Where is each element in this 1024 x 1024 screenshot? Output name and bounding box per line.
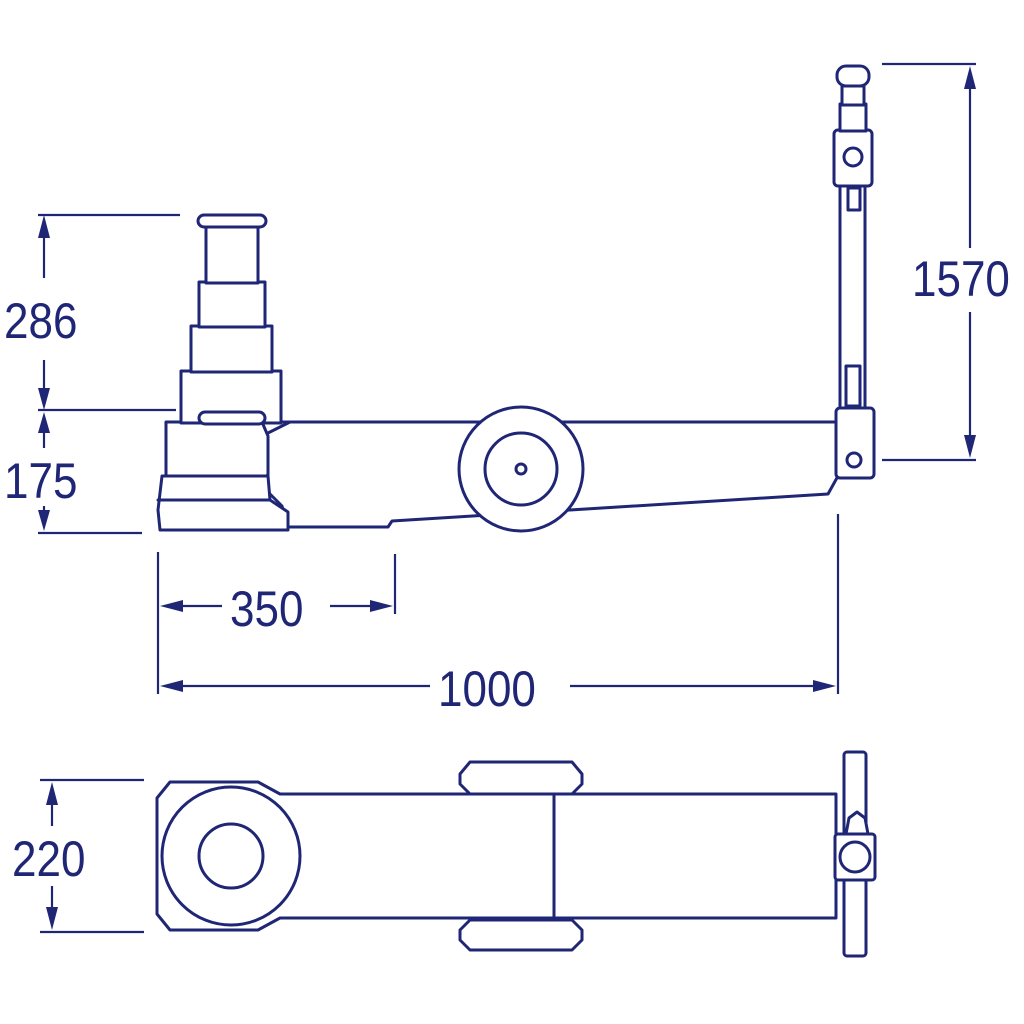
arrow-head <box>38 388 50 410</box>
top-frame <box>155 780 838 932</box>
handle-latch <box>846 186 862 212</box>
arrow-head <box>46 782 58 805</box>
dim-label-width: 220 <box>12 831 86 887</box>
dim-label-lift-height: 286 <box>4 293 78 349</box>
cylinder-stage-1 <box>197 280 267 329</box>
arrow-head <box>370 600 393 612</box>
arrow-head <box>38 412 50 433</box>
handle-pivot-block <box>834 406 876 480</box>
jack-side-view <box>156 64 876 533</box>
side-wheel-axle <box>514 462 528 476</box>
handle-pivot-bolt <box>845 451 863 469</box>
jack-top-view <box>155 750 877 958</box>
cylinder-ram <box>204 224 260 285</box>
top-handle-bolt <box>838 840 872 874</box>
dim-label-saddle-length: 350 <box>230 581 304 637</box>
dim-label-total-length: 1000 <box>438 661 536 717</box>
handle-upper-bolt <box>842 146 864 168</box>
handle-lower-latch <box>844 364 862 408</box>
arrow-head <box>964 66 976 89</box>
arrow-head <box>38 510 50 531</box>
arrow-head <box>38 215 50 238</box>
top-wheel-upper <box>458 760 584 796</box>
base-plate <box>156 474 290 532</box>
saddle-cap <box>196 213 268 229</box>
arrow-head <box>46 907 58 930</box>
top-cylinder-inner <box>197 822 265 890</box>
cylinder-stage-2 <box>189 324 274 374</box>
dimension-lines <box>38 62 976 934</box>
handle-grip <box>840 84 866 107</box>
arrow-head <box>813 680 836 692</box>
cylinder-base <box>164 420 270 480</box>
stage-ring <box>197 410 267 426</box>
arrow-head <box>160 680 183 692</box>
handle-neck <box>838 102 868 133</box>
handle-grip-cap <box>835 64 871 88</box>
dim-label-handle-height: 1570 <box>912 251 1010 307</box>
dim-label-min-height: 175 <box>4 453 78 509</box>
top-wheel-lower <box>458 918 584 952</box>
arrow-head <box>160 600 183 612</box>
arrow-head <box>964 435 976 458</box>
